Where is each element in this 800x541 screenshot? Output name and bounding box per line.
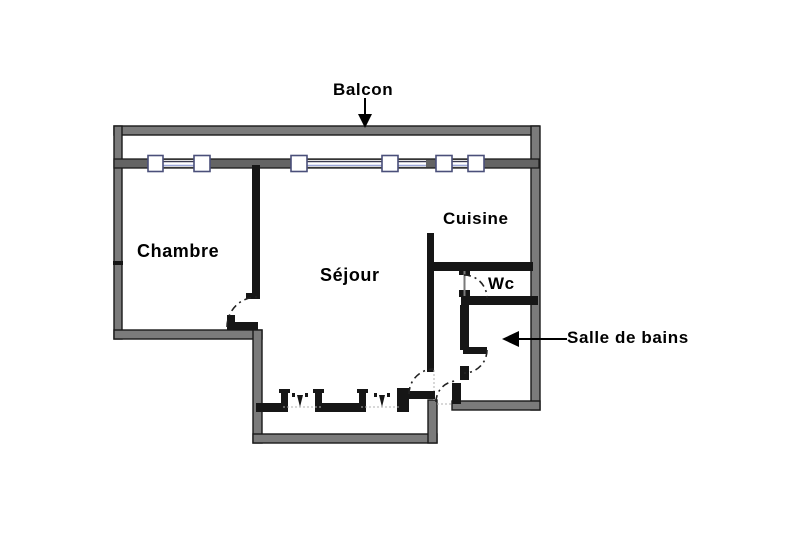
- room-label-cuisine: Cuisine: [443, 209, 509, 228]
- cuisine-bottom-wall: [427, 262, 533, 271]
- chambre-door-arc: [226, 296, 258, 328]
- door-leaves: [227, 315, 487, 399]
- bathroom-door-arc: [463, 349, 488, 374]
- sejour-left-wall: [252, 329, 263, 444]
- sejour-cuisine-wall: [427, 233, 434, 372]
- door-swings: [226, 274, 488, 403]
- chambre-sejour-wall: [252, 165, 260, 297]
- balcony-top-wall: [113, 125, 540, 136]
- room-label-chambre: Chambre: [137, 241, 220, 261]
- window-frames: [147, 154, 485, 173]
- bathroom-bottom-wall: [451, 400, 541, 411]
- chambre-bottom-wall: [113, 329, 263, 340]
- closet-symbols: [292, 393, 390, 407]
- exterior-walls: [113, 125, 541, 444]
- door-arcs: [226, 274, 488, 403]
- interior-walls: [113, 165, 538, 412]
- left-exterior-wall: [113, 125, 123, 340]
- facade-windows: [113, 154, 540, 173]
- hall-bottom-wall: [252, 433, 438, 444]
- hall-right-wall: [427, 399, 438, 444]
- chambre-door-leaf: [227, 322, 258, 330]
- bathroom-left-wall-lower: [452, 383, 461, 404]
- room-label-balcon: Balcon: [333, 80, 394, 99]
- wc-bottom-wall: [461, 296, 538, 305]
- bathroom-left-wall-upper: [460, 305, 469, 350]
- corridor-door-arc: [435, 380, 458, 403]
- balcon-arrow-icon: [358, 98, 372, 128]
- room-label-salle-de-bains: Salle de bains: [567, 328, 689, 347]
- sejour-door-leaf: [409, 391, 435, 399]
- wc-door-arc: [463, 274, 488, 299]
- bathroom-door-leaf: [463, 347, 487, 354]
- glazing-strips: [163, 160, 468, 167]
- salle-de-bains-arrow-icon: [502, 331, 567, 347]
- sejour-door-arc: [408, 368, 435, 395]
- room-label-sejour: Séjour: [320, 265, 380, 285]
- room-label-wc: Wc: [488, 274, 515, 293]
